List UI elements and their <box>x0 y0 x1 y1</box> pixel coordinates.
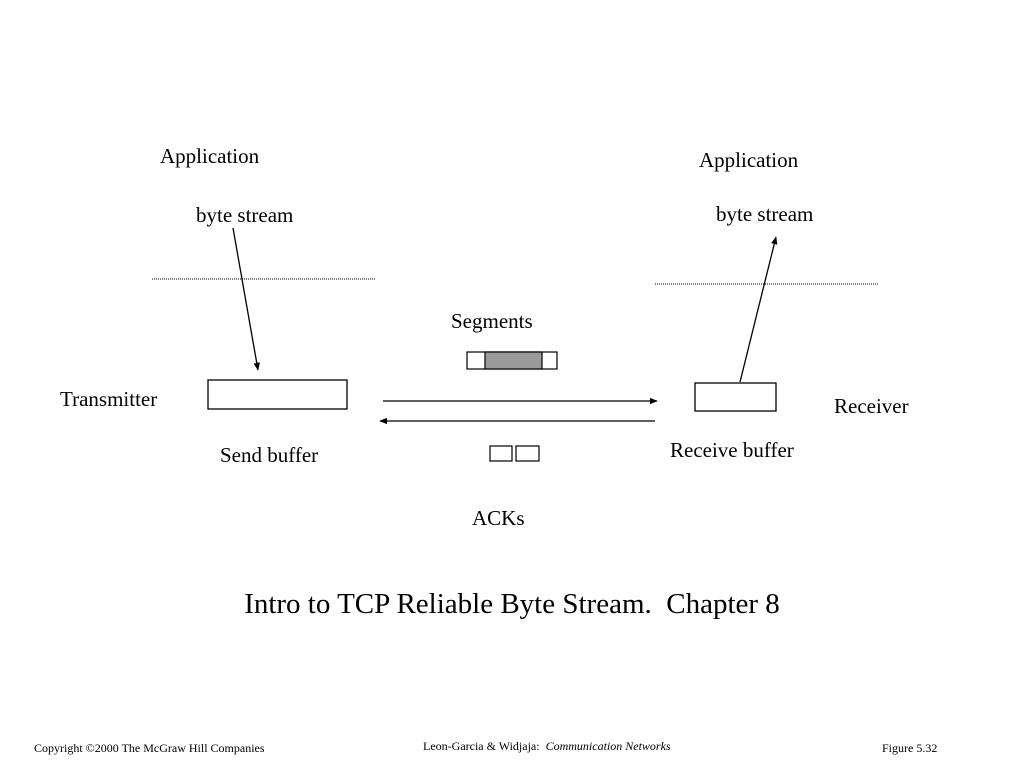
sender-application-label: Application <box>160 144 260 168</box>
receiver-bytestream-label: byte stream <box>716 202 814 226</box>
receiver-label: Receiver <box>834 394 909 418</box>
footer-citation: Leon-Garcia & Widjaja: Communication Net… <box>423 740 671 752</box>
receiver-bytestream-arrow <box>739 236 778 383</box>
segments-label: Segments <box>451 309 533 333</box>
sender-bytestream-label: byte stream <box>196 203 294 227</box>
acks-label: ACKs <box>472 506 525 530</box>
footer-copyright: Copyright ©2000 The McGraw Hill Companie… <box>34 741 265 755</box>
ack-icon <box>489 445 540 462</box>
receiver-application-label: Application <box>699 148 799 172</box>
segment-icon <box>466 351 558 370</box>
send-buffer-label: Send buffer <box>220 443 319 467</box>
footer-book-title: Communication Networks <box>545 739 671 753</box>
transmitter-label: Transmitter <box>60 387 158 411</box>
sender-bytestream-arrow <box>232 227 260 371</box>
receive-buffer-box <box>694 382 777 412</box>
footer-figure-number: Figure 5.32 <box>882 741 938 755</box>
send-buffer-box <box>207 379 348 410</box>
receive-buffer-label: Receive buffer <box>670 438 794 462</box>
slide-caption: Intro to TCP Reliable Byte Stream. Chapt… <box>244 588 780 620</box>
footer-authors: Leon-Garcia & Widjaja: <box>423 739 540 753</box>
